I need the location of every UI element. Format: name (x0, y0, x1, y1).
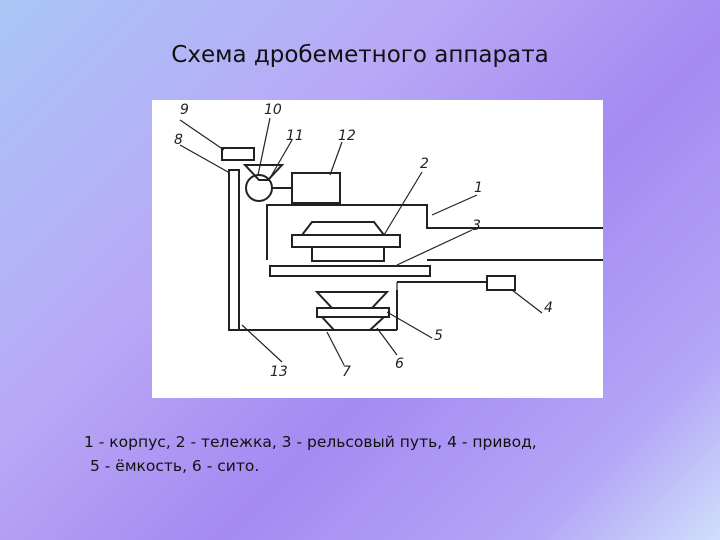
label-13: 13 (270, 364, 288, 380)
drive-box (486, 275, 516, 291)
trolley-base (311, 246, 385, 262)
label-8: 8 (174, 132, 183, 148)
caption-line-2: 5 - ёмкость, 6 - сито. (90, 457, 260, 475)
label-9: 9 (180, 102, 189, 118)
sieve (319, 316, 387, 331)
label-12: 12 (338, 128, 356, 144)
apparatus-diagram: 9 8 10 11 12 2 1 3 4 5 6 7 13 (152, 100, 603, 398)
leader-2 (383, 171, 423, 236)
leader-10 (257, 117, 271, 176)
leader-3 (396, 229, 473, 266)
label-4: 4 (544, 300, 553, 316)
label-7: 7 (342, 364, 351, 380)
rail-track (269, 265, 431, 277)
label-3: 3 (472, 218, 481, 234)
slide-title: Схема дробеметного аппарата (171, 42, 549, 68)
motor-block (291, 172, 341, 204)
container (316, 307, 390, 318)
leader-5 (386, 311, 433, 339)
label-10: 10 (264, 102, 282, 118)
leader-13 (241, 324, 283, 363)
leader-9 (179, 119, 225, 151)
label-11: 11 (286, 128, 304, 144)
legend-caption: 1 - корпус, 2 - тележка, 3 - рельсовый п… (84, 430, 704, 478)
trolley-platform (291, 234, 401, 248)
hopper-box (221, 147, 255, 161)
leader-8 (179, 144, 229, 173)
leader-12 (329, 141, 343, 176)
label-5: 5 (434, 328, 443, 344)
trolley-load (299, 221, 387, 236)
leader-6 (376, 327, 398, 356)
label-6: 6 (395, 356, 404, 372)
leader-4 (511, 289, 543, 314)
vertical-column (228, 169, 240, 331)
leader-1 (431, 194, 478, 216)
leader-7 (326, 331, 345, 366)
label-1: 1 (474, 180, 483, 196)
chamber-body (266, 204, 603, 260)
label-2: 2 (420, 156, 429, 172)
leader-11 (269, 139, 293, 179)
apparatus-schematic: 9 8 10 11 12 2 1 3 4 5 6 7 13 (174, 102, 603, 380)
caption-line-1: 1 - корпус, 2 - тележка, 3 - рельсовый п… (84, 433, 537, 451)
container-funnel (314, 291, 390, 309)
